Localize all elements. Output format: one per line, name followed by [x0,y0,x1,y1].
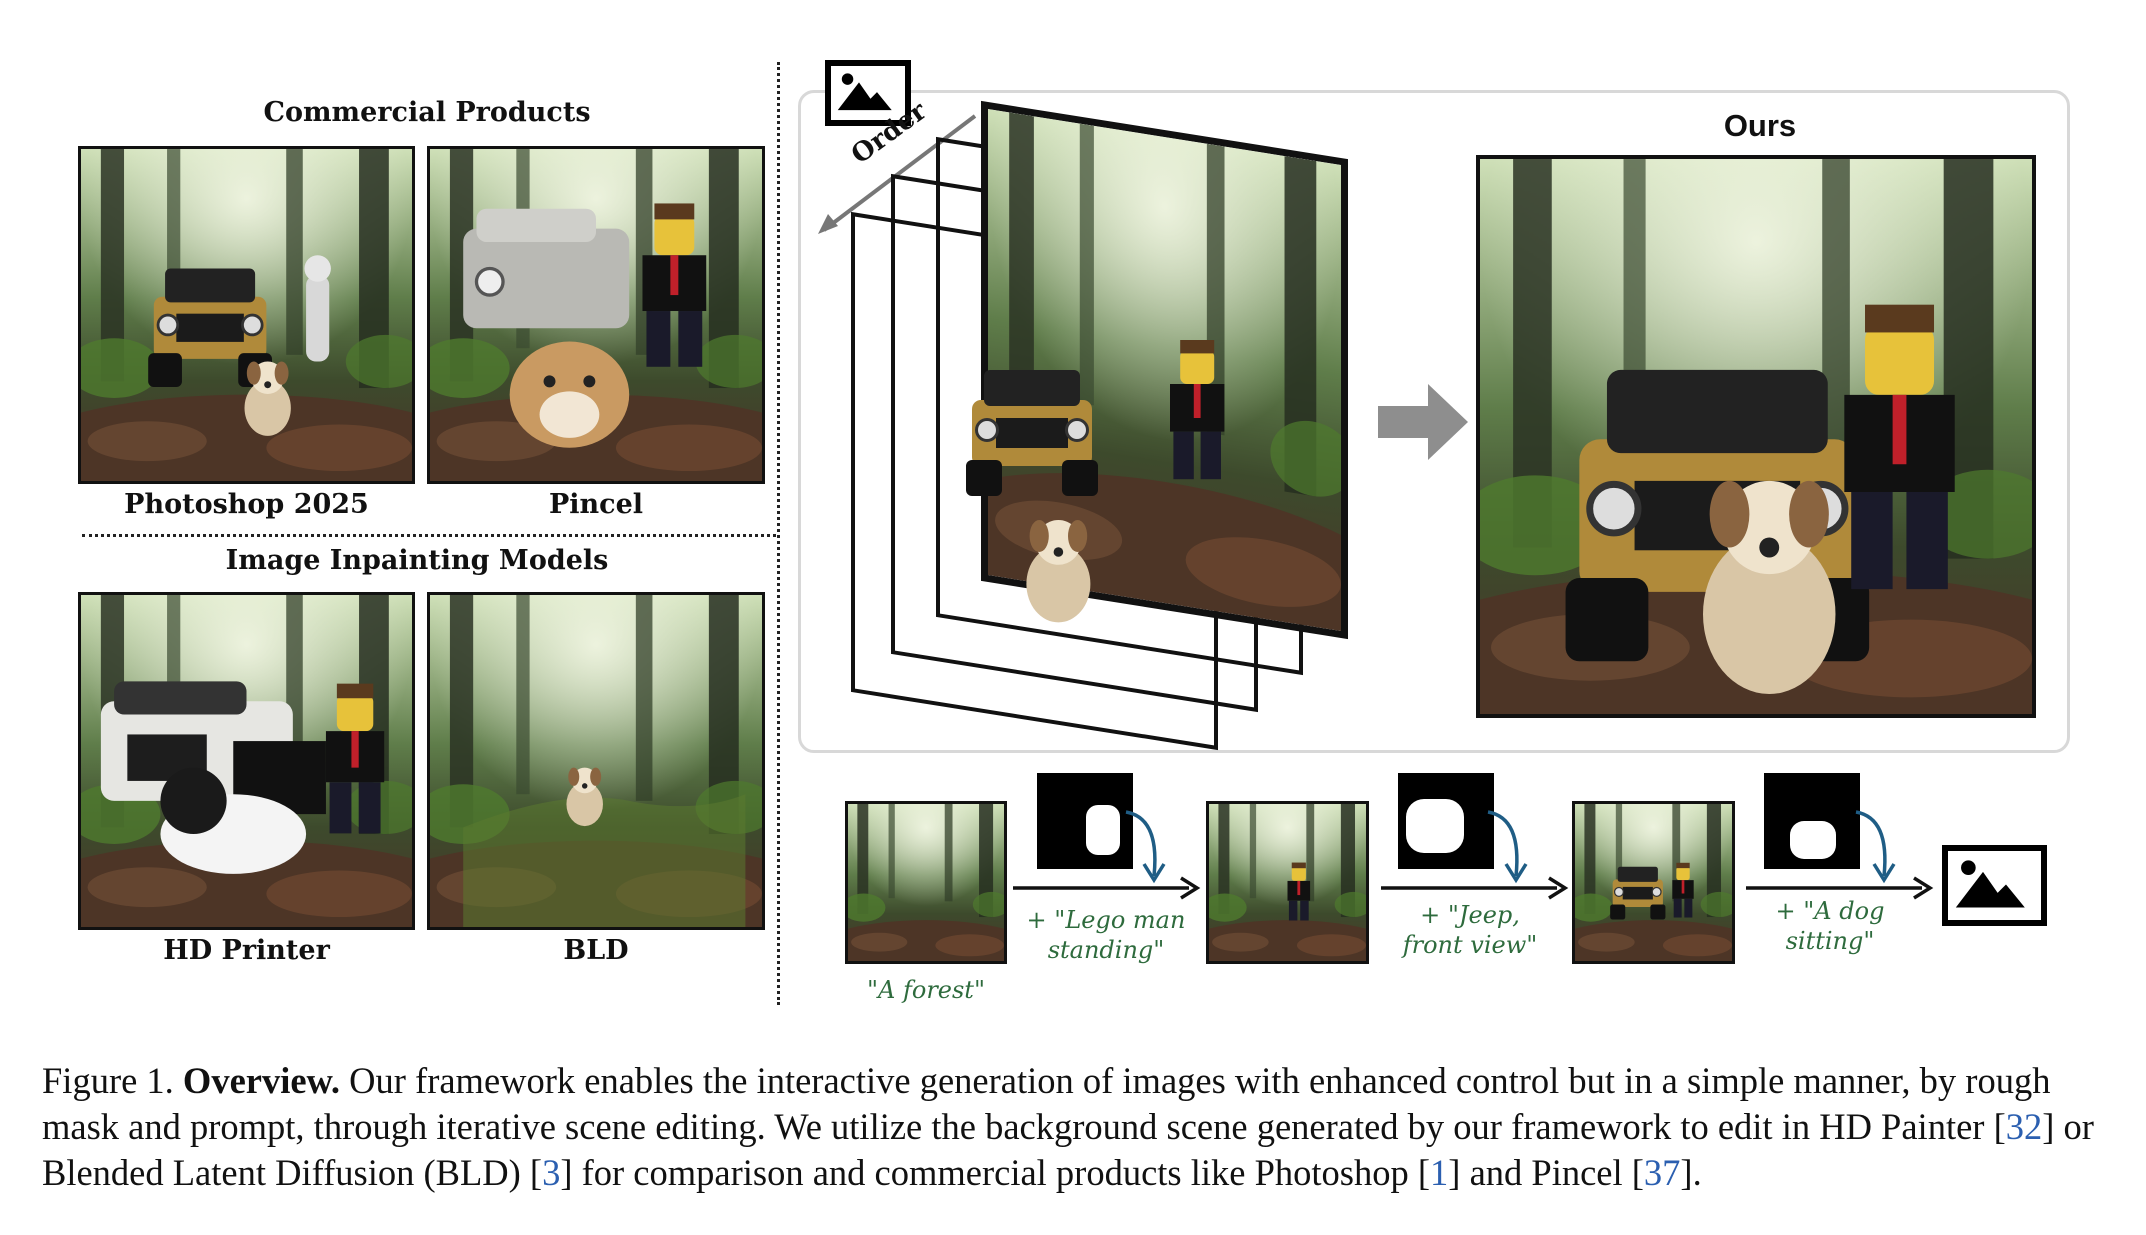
hd-printer-result-image [78,592,415,930]
inpainting-models-title: Image Inpainting Models [225,545,609,576]
pincel-label: Pincel [548,489,644,520]
curved-arrow-icon-2 [1487,810,1528,884]
step0-forest-image [845,801,1007,964]
section-divider [82,534,776,537]
mask-icon-1 [1037,773,1133,869]
mask-icon-2 [1398,773,1494,869]
pincel-result-image [427,146,765,484]
figure-caption: Figure 1. Overview. Our framework enable… [42,1058,2108,1196]
photoshop-result-image [78,146,415,484]
curved-arrow-icon-3 [1855,810,1896,884]
pipeline-arrow-2 [1381,876,1569,900]
mask-icon-3 [1764,773,1860,869]
citation-link-32[interactable]: 32 [2005,1106,2043,1147]
caption-prefix: Figure 1. [42,1060,183,1101]
pipeline-arrow-1 [1013,876,1201,900]
step2-prompt-line2: front view" [1402,931,1538,959]
step2-prompt-line1: + "Jeep, [1420,901,1520,929]
citation-link-3[interactable]: 3 [542,1152,561,1193]
ours-panel [798,90,2070,753]
order-arrow-icon [818,114,977,234]
caption-part4: ] and Pincel [ [1448,1152,1644,1193]
image-placeholder-icon [825,60,911,126]
hd-printer-label: HD Printer [163,935,330,966]
step2-jeep-image [1572,801,1735,964]
ours-title: Ours [1723,108,1797,143]
step3-prompt-line1: + "A dog [1775,897,1885,925]
caption-part1: Our framework enables the interactive ge… [42,1060,2051,1147]
step1-prompt-line1: + "Lego man [1026,906,1186,934]
right-arrow-icon [1378,384,1468,460]
curved-arrow-icon-1 [1125,810,1166,884]
bld-result-image [427,592,765,930]
caption-bold: Overview. [182,1060,341,1101]
caption-part5: ]. [1680,1152,1702,1193]
step0-prompt: "A forest" [866,976,985,1004]
vertical-divider [777,62,780,1005]
caption-part3: ] for comparison and commercial products… [560,1152,1431,1193]
bld-label: BLD [563,935,629,966]
step3-prompt-line2: sitting" [1785,927,1875,955]
commercial-products-title: Commercial Products [263,97,591,128]
final-image-placeholder-icon [1942,845,2047,926]
pipeline-arrow-3 [1746,876,1934,900]
citation-link-37[interactable]: 37 [1643,1152,1681,1193]
step1-lego-image [1206,801,1369,964]
ours-result-image [1476,155,2036,718]
citation-link-1[interactable]: 1 [1430,1152,1449,1193]
photoshop-label: Photoshop 2025 [124,489,369,520]
step1-prompt-line2: standing" [1047,936,1165,964]
caption-part2: ] or Blended Latent Diffusion (BLD) [ [42,1106,2094,1193]
layer-objects [964,340,1225,623]
